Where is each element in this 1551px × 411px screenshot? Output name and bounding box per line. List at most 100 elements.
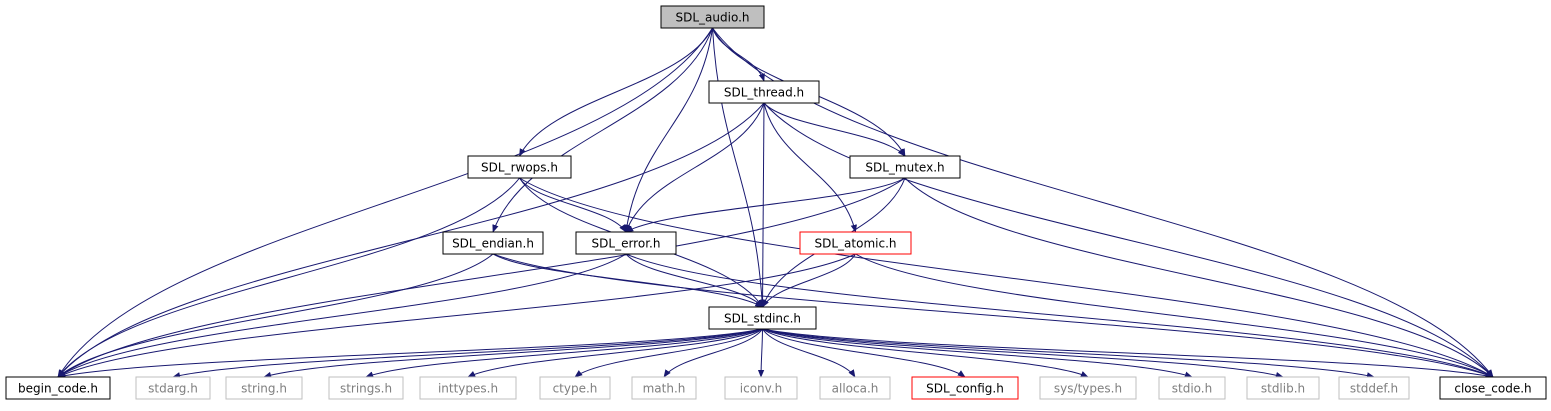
node-string-box[interactable] [225, 376, 303, 400]
node-endian-box[interactable] [442, 231, 544, 255]
node-systypes[interactable]: sys/types.h [1039, 376, 1137, 400]
node-stddef[interactable]: stddef.h [1338, 376, 1410, 400]
node-atomic-label: SDL_atomic.h [815, 237, 897, 251]
node-audio-box[interactable] [660, 5, 765, 29]
node-systypes-box[interactable] [1039, 376, 1137, 400]
node-close[interactable]: close_code.h [1439, 376, 1547, 400]
edge-atomic-to-stdinc [762, 253, 856, 308]
node-iconv-label: iconv.h [740, 382, 782, 396]
node-error[interactable]: SDL_error.h [575, 231, 677, 255]
edge-audio-to-endian [492, 27, 713, 233]
node-thread[interactable]: SDL_thread.h [708, 80, 820, 104]
edge-audio-to-begin [57, 27, 713, 378]
node-begin-box[interactable] [5, 376, 111, 400]
node-mutex[interactable]: SDL_mutex.h [849, 155, 961, 179]
node-audio[interactable]: SDL_audio.h [660, 5, 765, 29]
node-config-label: SDL_config.h [926, 382, 1004, 396]
edge-thread-to-atomic [763, 102, 857, 233]
node-stdinc-box[interactable] [708, 306, 817, 330]
node-rwops[interactable]: SDL_rwops.h [467, 155, 572, 179]
edge-rwops-to-begin [57, 177, 520, 378]
edge-mutex-to-error [625, 177, 906, 233]
edge-audio-to-stdinc [712, 27, 766, 308]
node-error-box[interactable] [575, 231, 677, 255]
node-stddef-label: stddef.h [1350, 382, 1398, 396]
node-inttypes[interactable]: inttypes.h [419, 376, 517, 400]
edge-stdinc-to-alloca [762, 328, 856, 378]
node-math-label: math.h [643, 382, 686, 396]
edge-stdinc-to-begin [57, 328, 763, 379]
edge-stdinc-to-ctype [574, 328, 763, 378]
node-stdlib[interactable]: stdlib.h [1246, 376, 1320, 400]
node-error-label: SDL_error.h [592, 237, 661, 251]
node-stdinc[interactable]: SDL_stdinc.h [708, 306, 817, 330]
node-endian[interactable]: SDL_endian.h [442, 231, 544, 255]
node-alloca-box[interactable] [819, 376, 891, 400]
edge-stdinc-to-config [762, 328, 966, 378]
node-iconv[interactable]: iconv.h [724, 376, 798, 400]
node-stdio-label: stdio.h [1172, 382, 1212, 396]
edge-stdinc-to-stdio [762, 328, 1193, 378]
edge-mutex-to-close [904, 177, 1494, 378]
node-stdlib-box[interactable] [1246, 376, 1320, 400]
edge-stdinc-to-string [263, 328, 763, 379]
node-begin-label: begin_code.h [18, 382, 98, 396]
node-stdarg[interactable]: stdarg.h [135, 376, 211, 400]
edge-stdinc-to-math [663, 328, 763, 378]
node-ctype-label: ctype.h [553, 382, 598, 396]
node-close-label: close_code.h [1454, 382, 1531, 396]
node-thread-box[interactable] [708, 80, 820, 104]
node-begin[interactable]: begin_code.h [5, 376, 111, 400]
edge-stdinc-to-strings [365, 328, 763, 378]
node-systypes-label: sys/types.h [1054, 382, 1122, 396]
edge-stdinc-to-stdlib [762, 328, 1284, 379]
node-inttypes-box[interactable] [419, 376, 517, 400]
edge-endian-to-stdinc [492, 253, 764, 308]
node-config[interactable]: SDL_config.h [911, 376, 1019, 400]
node-atomic-box[interactable] [799, 231, 912, 255]
node-strings-box[interactable] [328, 376, 404, 400]
node-iconv-box[interactable] [724, 376, 798, 400]
node-strings[interactable]: strings.h [328, 376, 404, 400]
node-stdarg-box[interactable] [135, 376, 211, 400]
node-rwops-label: SDL_rwops.h [481, 161, 558, 175]
edge-stdinc-to-stddef [762, 328, 1375, 379]
node-rwops-box[interactable] [467, 155, 572, 179]
edge-rwops-to-close [519, 177, 1494, 378]
node-math-box[interactable] [631, 376, 697, 400]
node-string[interactable]: string.h [225, 376, 303, 400]
edge-thread-to-begin [57, 102, 765, 378]
node-close-box[interactable] [1439, 376, 1547, 400]
node-config-box[interactable] [911, 376, 1019, 400]
node-strings-label: strings.h [340, 382, 392, 396]
node-stdarg-label: stdarg.h [148, 382, 198, 396]
node-ctype-box[interactable] [539, 376, 611, 400]
edge-endian-to-begin [57, 253, 494, 378]
node-inttypes-label: inttypes.h [438, 382, 498, 396]
node-stdinc-label: SDL_stdinc.h [724, 312, 801, 326]
edge-error-to-close [625, 253, 1494, 378]
edge-stdinc-to-iconv [757, 328, 765, 378]
edge-rwops-to-error [519, 177, 627, 233]
edge-stdinc-to-stdarg [172, 328, 763, 379]
node-math[interactable]: math.h [631, 376, 697, 400]
node-ctype[interactable]: ctype.h [539, 376, 611, 400]
node-string-label: string.h [241, 382, 287, 396]
node-alloca[interactable]: alloca.h [819, 376, 891, 400]
edge-audio-to-error [623, 27, 713, 233]
edge-stdinc-to-systypes [762, 328, 1089, 378]
node-atomic[interactable]: SDL_atomic.h [799, 231, 912, 255]
node-endian-label: SDL_endian.h [452, 237, 534, 251]
node-alloca-label: alloca.h [832, 382, 879, 396]
edge-stdinc-to-inttypes [467, 328, 763, 378]
edge-atomic-to-close [855, 253, 1494, 378]
node-stdio-box[interactable] [1158, 376, 1226, 400]
edge-stdinc-to-close [762, 328, 1494, 379]
node-thread-label: SDL_thread.h [724, 86, 804, 100]
edge-mutex-to-begin [57, 177, 906, 378]
node-mutex-box[interactable] [849, 155, 961, 179]
node-stddef-box[interactable] [1338, 376, 1410, 400]
node-mutex-label: SDL_mutex.h [865, 161, 944, 175]
node-stdio[interactable]: stdio.h [1158, 376, 1226, 400]
